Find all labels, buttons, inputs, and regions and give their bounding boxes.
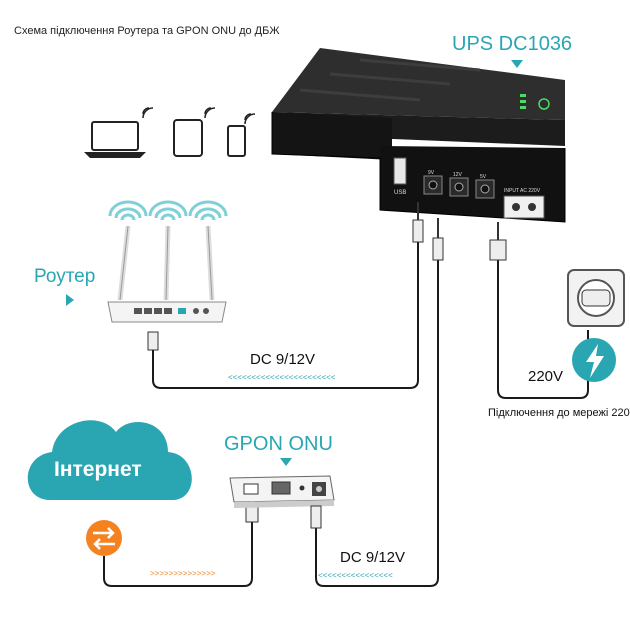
port-12v-label: 12V bbox=[453, 172, 463, 178]
lightning-icon bbox=[572, 338, 616, 382]
gpon-pointer-icon bbox=[280, 458, 292, 466]
router-label: Роутер bbox=[34, 266, 95, 287]
ups-pointer-icon bbox=[511, 60, 523, 68]
usb-port-icon bbox=[393, 157, 407, 185]
ac-inlet-icon bbox=[503, 195, 545, 219]
voltage-label: 220V bbox=[528, 368, 563, 385]
onu-dc-label: DC 9/12V bbox=[340, 549, 405, 566]
tablet-icon bbox=[173, 119, 203, 157]
router-dc-plug-icon bbox=[147, 331, 159, 351]
power-caption: Підключення до мережі 220V bbox=[488, 407, 630, 419]
status-led-icon bbox=[520, 100, 526, 103]
onu-dc-plug-icon bbox=[310, 505, 322, 529]
phone-icon bbox=[227, 125, 246, 157]
internet-cable bbox=[103, 520, 253, 587]
ac-input-label: INPUT AC 220V bbox=[504, 188, 541, 194]
gpon-label: GPON ONU bbox=[224, 433, 333, 455]
wifi-signal-icon bbox=[244, 113, 256, 125]
port-5v-label: 5V bbox=[480, 174, 487, 180]
wall-outlet-icon bbox=[567, 269, 625, 327]
status-led-icon bbox=[520, 106, 526, 109]
ups-dc-plug-2-icon bbox=[432, 218, 444, 261]
router-wifi-waves-icon bbox=[108, 200, 228, 221]
gpon-device bbox=[229, 475, 335, 508]
ups-dc-plug-icon bbox=[412, 202, 424, 243]
usb-port-label: USB bbox=[394, 190, 406, 196]
onu-power-cable bbox=[315, 260, 439, 587]
ups-device: USB 9V 12V 5V INPUT AC 220V bbox=[271, 48, 566, 223]
router-dc-label: DC 9/12V bbox=[250, 351, 315, 368]
router-device bbox=[107, 225, 227, 351]
internet-flow-icon: >>>>>>>>>>>>>> bbox=[150, 569, 216, 578]
internet-label: Інтернет bbox=[54, 458, 142, 481]
ups-label: UPS DC1036 bbox=[452, 33, 572, 55]
router-cable-flow-icon: <<<<<<<<<<<<<<<<<<<<<<< bbox=[228, 373, 336, 382]
laptop-icon bbox=[84, 121, 146, 158]
port-9v-label: 9V bbox=[428, 170, 435, 176]
diagram-title: Схема підключення Роутера та GPON ONU до… bbox=[14, 25, 280, 37]
status-led-icon bbox=[520, 94, 526, 97]
wifi-signal-icon bbox=[142, 107, 154, 119]
onu-cable-flow-icon: <<<<<<<<<<<<<<<< bbox=[318, 571, 393, 580]
router-pointer-icon bbox=[66, 294, 74, 306]
exchange-arrows-icon bbox=[86, 520, 122, 556]
ac-plug-icon bbox=[489, 222, 507, 261]
internet-cloud-icon bbox=[27, 420, 192, 500]
ac-power-cable bbox=[497, 260, 589, 399]
wifi-signal-icon bbox=[204, 107, 216, 119]
power-button-icon bbox=[538, 98, 550, 110]
router-power-cable bbox=[152, 240, 419, 389]
